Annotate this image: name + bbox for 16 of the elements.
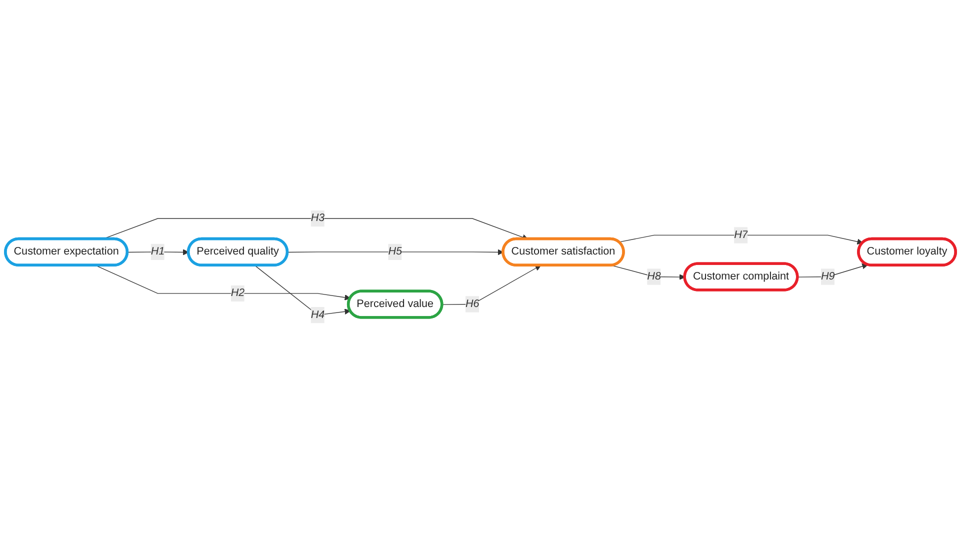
edge-label: H6 — [466, 298, 480, 310]
arrow — [287, 249, 504, 256]
arrow — [797, 264, 868, 278]
edge-label: H1 — [150, 246, 165, 258]
edge-label: H8 — [647, 270, 661, 282]
edge-label: H9 — [821, 270, 835, 282]
arrow — [254, 265, 351, 316]
edge-label: H4 — [310, 309, 325, 321]
edge-label: H5 — [388, 246, 402, 258]
arrow — [618, 235, 864, 245]
edge-label: H3 — [310, 212, 325, 224]
arrow — [95, 265, 351, 301]
edge-label: H2 — [230, 288, 245, 300]
arrow — [442, 265, 541, 306]
arrow — [127, 249, 189, 256]
edge-label: H7 — [734, 229, 748, 241]
